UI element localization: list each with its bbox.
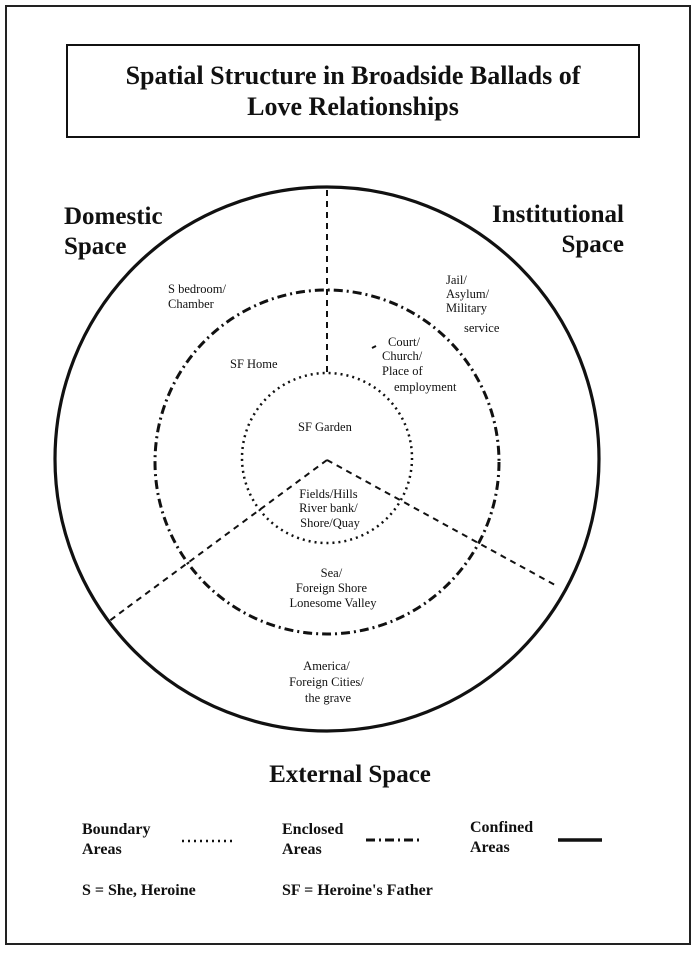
title-box: Spatial Structure in Broadside Ballads o…	[66, 44, 640, 138]
place-bedroom: S bedroom/ Chamber	[168, 282, 229, 311]
legend-boundary-label: Boundary Areas	[82, 820, 150, 860]
legend-boundary-line-1: Boundary	[82, 821, 151, 838]
legend-confined-line-2: Areas	[470, 839, 510, 856]
legend-enclosed-label: Enclosed Areas	[282, 820, 343, 860]
domestic-space-label: Domestic Space	[64, 202, 163, 262]
place-fields: Fields/Hills River bank/ Shore/Quay	[299, 487, 361, 530]
divider-left	[123, 459, 328, 611]
place-home: SF Home	[230, 357, 278, 371]
place-sea: Sea/ Foreign Shore Lonesome Valley	[290, 566, 378, 610]
legend-boundary-swatch	[182, 839, 236, 843]
institutional-space-label: Institutional Space	[492, 200, 624, 260]
legend-enclosed-swatch	[366, 838, 422, 842]
divider-left-extension	[107, 609, 125, 623]
place-garden: SF Garden	[298, 420, 353, 434]
key-father: SF = Heroine's Father	[282, 882, 433, 899]
legend-confined-label: Confined Areas	[470, 818, 533, 858]
legend-boundary-line-2: Areas	[82, 841, 122, 858]
institutional-line-1: Institutional	[492, 201, 624, 228]
domestic-line-2: Space	[64, 233, 127, 260]
institutional-line-2: Space	[561, 231, 625, 258]
legend-confined-swatch	[558, 838, 602, 842]
divider-right	[326, 459, 556, 586]
title-line-2: Love Relationships	[247, 92, 459, 121]
place-jail: Jail/ Asylum/ Military service	[446, 273, 500, 335]
middle-enclosed-circle	[153, 288, 501, 636]
outer-confined-circle	[53, 185, 601, 733]
title: Spatial Structure in Broadside Ballads o…	[126, 60, 581, 122]
legend-enclosed-line-1: Enclosed	[282, 821, 344, 838]
key-she: S = She, Heroine	[82, 882, 196, 899]
external-space-label: External Space	[269, 761, 431, 788]
page-frame	[5, 5, 691, 945]
place-court: Court/ Church/ Place of employment	[382, 335, 457, 394]
domestic-line-1: Domestic	[64, 203, 163, 230]
legend-confined-line-1: Confined	[470, 819, 534, 836]
legend-enclosed-line-2: Areas	[282, 841, 322, 858]
title-line-1: Spatial Structure in Broadside Ballads o…	[125, 61, 581, 90]
place-america: America/ Foreign Cities/ the grave	[289, 659, 367, 705]
inner-boundary-circle	[240, 371, 414, 545]
court-marker	[371, 345, 377, 349]
